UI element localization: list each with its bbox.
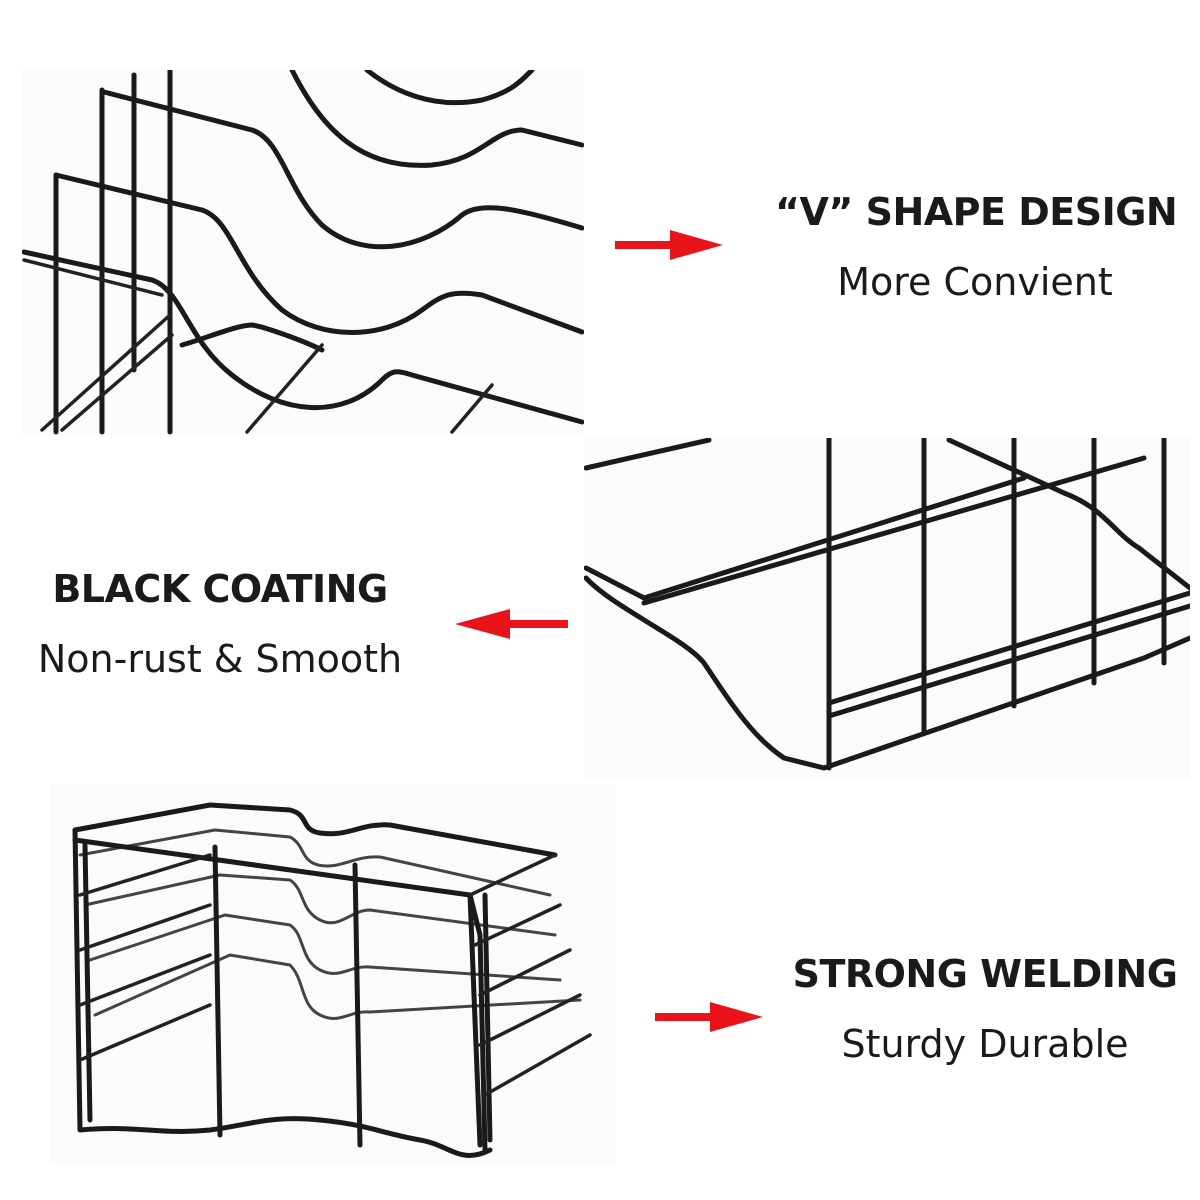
feature-title: BLACK COATING — [52, 567, 388, 611]
arrow-right-icon — [655, 1000, 765, 1038]
v-shape-photo — [22, 70, 584, 435]
strong-welding-photo — [50, 785, 615, 1165]
feature-black-coating: BLACK COATING Non-rust & Smooth — [20, 567, 420, 681]
arrow-right-icon — [615, 228, 725, 266]
black-coating-wire-illustration — [584, 438, 1190, 778]
arrow-left-icon — [455, 607, 570, 645]
feature-subtitle: More Convient — [837, 260, 1113, 304]
v-shape-wire-illustration — [22, 70, 584, 435]
feature-v-shape: “V” SHAPE DESIGN More Convient — [775, 190, 1178, 304]
feature-strong-welding: STRONG WELDING Sturdy Durable — [785, 952, 1185, 1066]
feature-subtitle: Sturdy Durable — [841, 1022, 1129, 1066]
feature-title: “V” SHAPE DESIGN — [775, 190, 1178, 234]
black-coating-photo — [584, 438, 1190, 778]
feature-title: STRONG WELDING — [792, 952, 1178, 996]
strong-welding-wire-illustration — [50, 785, 615, 1165]
feature-subtitle: Non-rust & Smooth — [37, 637, 403, 681]
